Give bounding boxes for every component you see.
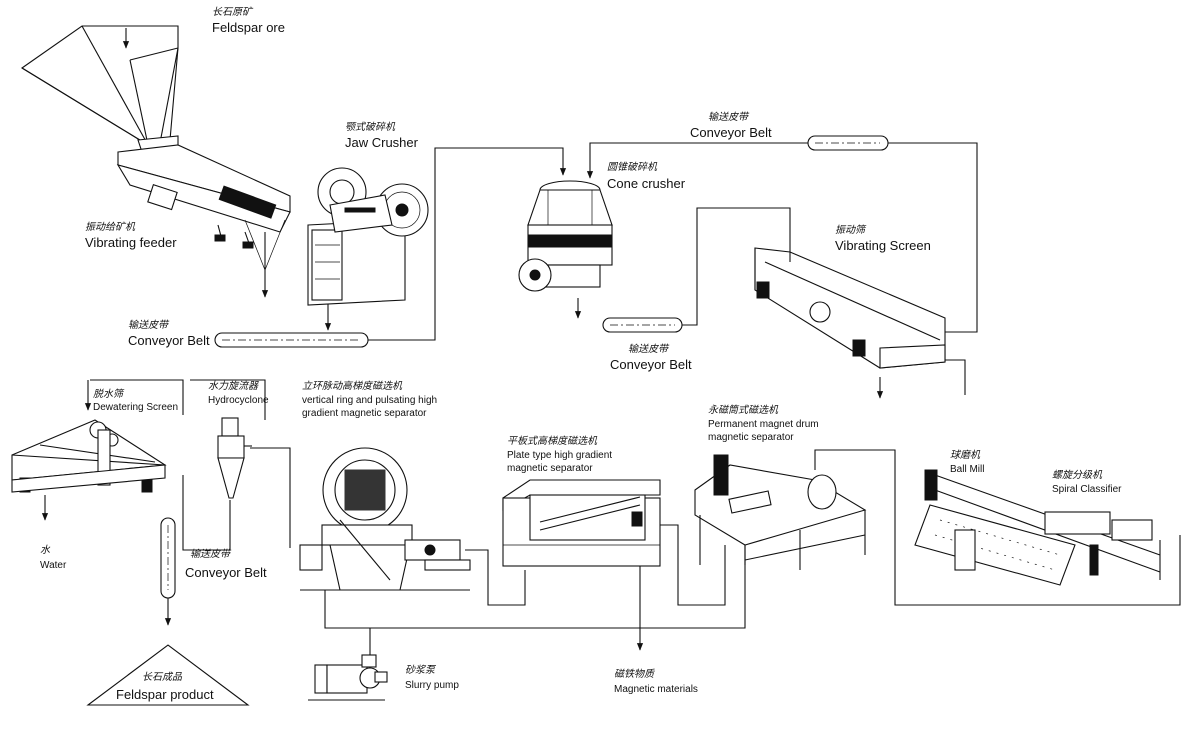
ball-mill-machine	[914, 469, 1099, 586]
label-jaw-crusher-cn: 颚式破碎机	[345, 121, 396, 133]
label-conveyor-belt-2-cn: 输送皮带	[628, 343, 670, 355]
label-vibrating-feeder-en: Vibrating feeder	[85, 235, 177, 250]
permanent-drum-separator-machine	[694, 454, 867, 570]
label-conveyor-belt-1: 输送皮带 Conveyor Belt	[128, 319, 210, 348]
label-vertical-ring-cn: 立环脉动高梯度磁选机	[302, 380, 403, 392]
jaw-crusher-machine	[307, 167, 429, 306]
label-feldspar-ore: 长石原矿 Feldspar ore	[212, 6, 285, 35]
label-vibrating-screen-cn: 振动筛	[835, 224, 867, 236]
label-feldspar-product-cn: 长石成品	[142, 671, 183, 683]
label-spiral-classifier-en: Spiral Classifier	[1052, 484, 1122, 495]
label-hydrocyclone-en: Hydrocyclone	[208, 395, 269, 406]
label-permanent-drum-en2: magnetic separator	[708, 432, 794, 443]
label-conveyor-belt-2-en: Conveyor Belt	[610, 357, 692, 372]
label-conveyor-belt-2: 输送皮带 Conveyor Belt	[610, 343, 692, 372]
label-ball-mill-cn: 球磨机	[950, 449, 981, 461]
feldspar-product-pile	[86, 644, 250, 706]
label-feldspar-product: 长石成品 Feldspar product	[116, 671, 214, 702]
label-magnetic-materials: 磁铁物质 Magnetic materials	[614, 668, 698, 695]
label-conveyor-belt-3-en: Conveyor Belt	[690, 125, 772, 140]
flow-lines	[41, 28, 1181, 655]
label-permanent-drum-cn: 永磁筒式磁选机	[708, 404, 779, 416]
label-vibrating-feeder: 振动给矿机 Vibrating feeder	[85, 221, 177, 250]
label-water-cn: 水	[40, 544, 51, 556]
label-conveyor-belt-4-en: Conveyor Belt	[185, 565, 267, 580]
conveyor-belt-2-drawing	[602, 317, 683, 333]
label-conveyor-belt-1-cn: 输送皮带	[128, 319, 170, 331]
label-slurry-pump-cn: 砂浆泵	[405, 664, 437, 676]
label-plate-type-separator: 平板式高梯度磁选机 Plate type high gradient magne…	[507, 435, 612, 474]
label-vibrating-screen-en: Vibrating Screen	[835, 238, 931, 253]
spiral-classifier-machine	[934, 474, 1161, 580]
label-conveyor-belt-4: 输送皮带 Conveyor Belt	[185, 548, 267, 580]
dewatering-screen-machine	[11, 419, 167, 493]
label-conveyor-belt-3: 输送皮带 Conveyor Belt	[690, 111, 772, 140]
label-cone-crusher-en: Cone crusher	[607, 176, 686, 191]
cone-crusher-machine	[518, 180, 613, 292]
label-feldspar-product-en: Feldspar product	[116, 687, 214, 702]
label-magnetic-materials-en: Magnetic materials	[614, 684, 698, 695]
label-dewatering-screen: 脱水筛 Dewatering Screen	[93, 388, 178, 413]
label-water-en: Water	[40, 560, 67, 571]
conveyor-belt-1-drawing	[214, 332, 369, 348]
plate-type-separator-machine	[502, 479, 661, 567]
label-plate-type-en2: magnetic separator	[507, 463, 593, 474]
label-conveyor-belt-1-en: Conveyor Belt	[128, 333, 210, 348]
label-permanent-drum-separator: 永磁筒式磁选机 Permanent magnet drum magnetic s…	[708, 404, 819, 443]
label-permanent-drum-en1: Permanent magnet drum	[708, 419, 819, 430]
label-conveyor-belt-3-cn: 输送皮带	[708, 111, 750, 123]
label-spiral-classifier-cn: 螺旋分级机	[1052, 469, 1103, 481]
label-cone-crusher: 圆锥破碎机 Cone crusher	[607, 161, 686, 191]
label-vertical-ring-separator: 立环脉动高梯度磁选机 vertical ring and pulsating h…	[302, 380, 437, 419]
label-cone-crusher-cn: 圆锥破碎机	[607, 161, 658, 173]
vibrating-screen-machine	[754, 247, 946, 369]
label-feldspar-ore-en: Feldspar ore	[212, 20, 285, 35]
label-hydrocyclone-cn: 水力旋流器	[208, 380, 259, 392]
vertical-ring-separator-machine	[299, 447, 471, 591]
vibrating-feeder-machine	[116, 144, 291, 271]
label-slurry-pump: 砂浆泵 Slurry pump	[405, 664, 459, 691]
label-magnetic-materials-cn: 磁铁物质	[614, 668, 656, 680]
label-water: 水 Water	[40, 544, 67, 571]
label-feldspar-ore-cn: 长石原矿	[212, 6, 254, 18]
label-conveyor-belt-4-cn: 输送皮带	[190, 548, 232, 560]
label-vibrating-screen: 振动筛 Vibrating Screen	[835, 224, 931, 253]
slurry-pump-machine	[308, 654, 388, 701]
conveyor-belt-3-drawing	[807, 135, 889, 151]
label-ball-mill: 球磨机 Ball Mill	[950, 449, 984, 475]
label-jaw-crusher: 颚式破碎机 Jaw Crusher	[345, 121, 419, 150]
label-vibrating-feeder-cn: 振动给矿机	[85, 221, 136, 233]
label-plate-type-en1: Plate type high gradient	[507, 450, 612, 461]
label-plate-type-cn: 平板式高梯度磁选机	[507, 435, 598, 447]
label-vertical-ring-en1: vertical ring and pulsating high	[302, 395, 437, 406]
label-hydrocyclone: 水力旋流器 Hydrocyclone	[208, 380, 269, 406]
hydrocyclone-machine	[217, 417, 252, 499]
label-vertical-ring-en2: gradient magnetic separator	[302, 408, 427, 419]
conveyor-belt-4-drawing	[160, 517, 176, 599]
label-dewatering-screen-cn: 脱水筛	[93, 388, 125, 400]
label-jaw-crusher-en: Jaw Crusher	[345, 135, 419, 150]
label-spiral-classifier: 螺旋分级机 Spiral Classifier	[1052, 469, 1122, 495]
label-dewatering-screen-en: Dewatering Screen	[93, 402, 178, 413]
label-ball-mill-en: Ball Mill	[950, 464, 984, 475]
label-slurry-pump-en: Slurry pump	[405, 680, 459, 691]
feed-hopper	[20, 25, 179, 153]
